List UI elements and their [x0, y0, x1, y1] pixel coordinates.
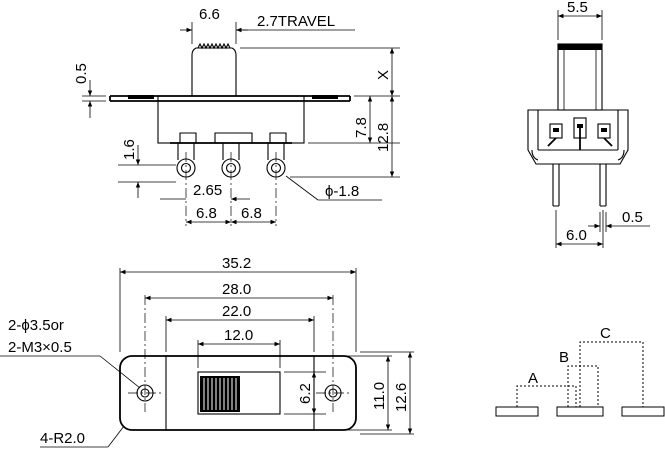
hole-diameter-label: ϕ-1.8: [325, 183, 359, 200]
dim-pitch-left: 6.8: [196, 205, 217, 222]
schematic-pad-left: [495, 406, 539, 417]
dim-plate-offset: 0.5: [73, 63, 90, 84]
dim-slot-width: 6.2: [297, 383, 314, 404]
side-view: 5.5 6.0 0.5: [527, 0, 650, 248]
schematic-pad-right: [621, 406, 665, 417]
dim-pin-width: 0.5: [622, 209, 643, 226]
side-actuator: [557, 43, 603, 111]
dim-pin-spacing: 6.0: [566, 227, 587, 244]
side-housing: [527, 109, 629, 165]
dim-terminal-spacing: 2.65: [193, 182, 222, 199]
schematic-label-a: A: [528, 370, 538, 387]
top-slider: [200, 376, 240, 412]
inner-contacts: [179, 132, 287, 143]
dim-actuator-height: X: [375, 70, 392, 80]
plate-bend-left: [128, 95, 154, 99]
top-view: 35.2 28.0 22.0 12.0 6.2 11.0 12.6 2-ϕ3.5…: [0, 255, 414, 448]
side-pins: [552, 164, 607, 207]
dim-plate-width: 12.6: [393, 383, 410, 412]
plate-bend-right: [312, 95, 338, 99]
holes-note-line2: 2-M3×0.5: [8, 339, 72, 356]
dim-terminal-offset: 1.6: [121, 139, 138, 160]
dim-actuator-width: 6.6: [199, 6, 220, 23]
dim-hole-pitch: 28.0: [222, 281, 251, 298]
dim-overall-height: 12.8: [375, 123, 392, 152]
dim-plate-length: 35.2: [222, 255, 251, 272]
schematic-label-c: C: [600, 325, 611, 342]
dim-body-length: 22.0: [222, 303, 251, 320]
circuit-schematic: A B C: [495, 325, 665, 417]
dim-body-height: 7.8: [353, 117, 370, 138]
dim-side-actuator-width: 5.5: [567, 0, 588, 16]
dim-body-width: 11.0: [371, 382, 388, 410]
dim-travel: 2.7TRAVEL: [257, 13, 335, 30]
top-slot: [197, 371, 281, 415]
schematic-pad-center: [556, 406, 604, 417]
front-view: 6.6 2.7TRAVEL 0.5 X 7.8 12.8 1.6 2.65 ϕ-…: [73, 6, 400, 226]
knob-serration: [197, 42, 231, 50]
actuator-knob: [191, 47, 237, 96]
holes-note-line1: 2-ϕ3.5or: [8, 317, 64, 334]
dim-pitch-right: 6.8: [241, 205, 262, 222]
corner-radius-note: 4-R2.0: [40, 430, 85, 447]
dim-slot-length: 12.0: [224, 327, 253, 344]
schematic-label-b: B: [559, 349, 569, 366]
